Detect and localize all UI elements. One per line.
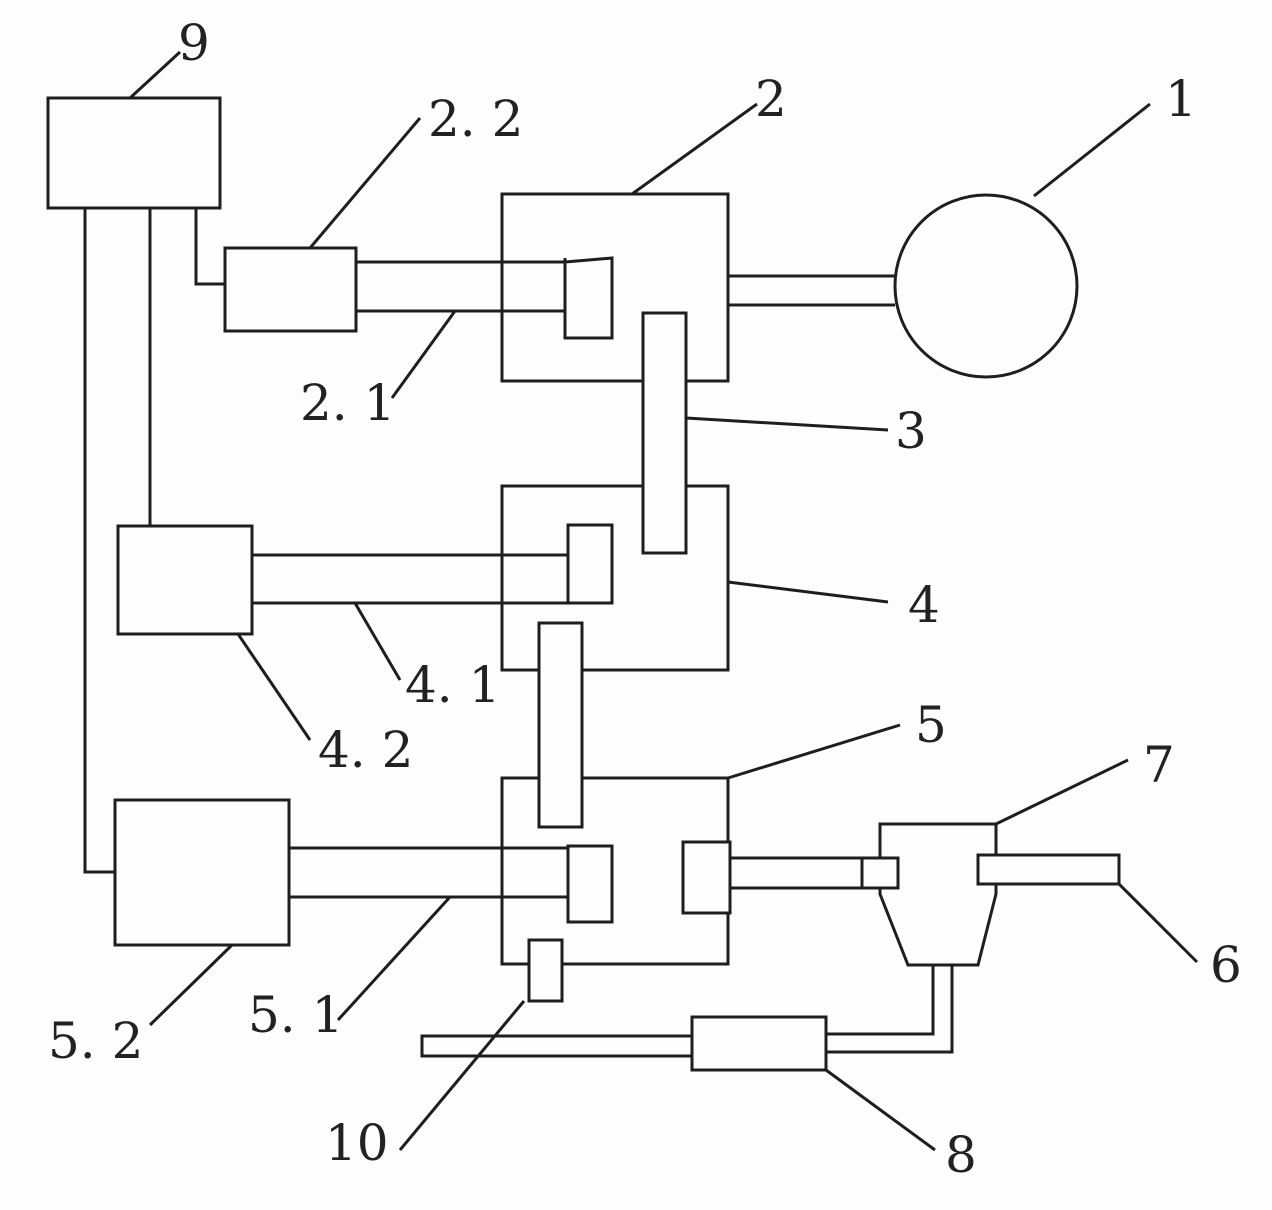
leader-5-1 (336, 895, 452, 1022)
component-9-box (46, 96, 222, 210)
label-2-1: 2. 1 (300, 374, 395, 432)
component-2-housing (500, 192, 730, 383)
component-6-bar (976, 853, 1121, 886)
rod-5-1-end (566, 844, 614, 924)
wire-9-to-5-2 (83, 208, 115, 874)
label-4-1: 4. 1 (405, 656, 500, 714)
component-10-block (527, 938, 564, 1003)
rod-2-1-end (563, 256, 614, 340)
label-3: 3 (895, 402, 927, 460)
leader-4-1 (353, 602, 402, 681)
label-5-1: 5. 1 (248, 986, 343, 1044)
leader-2-2 (308, 117, 422, 249)
component-7-hopper (878, 822, 998, 967)
leader-8 (825, 1068, 936, 1152)
leader-4-2 (236, 633, 312, 741)
rod-4-1-end (566, 523, 614, 605)
component-4-housing (500, 484, 730, 672)
component-8-box (690, 1015, 828, 1072)
leader-7 (995, 758, 1129, 826)
leader-10 (398, 1000, 526, 1151)
component-5-2-box (113, 798, 291, 947)
label-4: 4 (908, 576, 940, 634)
component-5-output-block (681, 840, 732, 915)
label-9: 9 (178, 14, 210, 72)
pipe-8-outlet (420, 1034, 694, 1058)
pipe-7-to-8-inner (826, 965, 935, 1036)
label-4-2: 4. 2 (318, 721, 413, 779)
leader-9 (128, 50, 182, 100)
component-1-circle (893, 193, 1079, 379)
leader-3 (685, 416, 889, 432)
component-3-bar (641, 311, 688, 555)
shaft-5-to-7-end (860, 856, 900, 890)
label-5-2: 5. 2 (48, 1012, 143, 1070)
label-10: 10 (325, 1114, 389, 1172)
label-2: 2 (755, 70, 787, 128)
leader-2 (631, 102, 758, 196)
label-7: 7 (1143, 736, 1175, 794)
leader-5-2 (148, 943, 234, 1027)
wire-9-to-2-2 (194, 208, 225, 286)
label-5: 5 (915, 696, 947, 754)
leader-1 (1033, 102, 1151, 198)
label-8: 8 (945, 1126, 977, 1184)
pipe-7-to-8-outer (826, 965, 954, 1054)
leader-6 (1117, 882, 1199, 964)
label-6: 6 (1210, 936, 1242, 994)
component-4-2-box (116, 524, 254, 636)
component-2-2-box (223, 246, 358, 333)
label-1: 1 (1165, 70, 1197, 128)
leader-5 (727, 723, 901, 780)
leader-4 (727, 580, 889, 604)
leader-2-1 (390, 310, 457, 399)
label-2-2: 2. 2 (428, 90, 523, 148)
link-4-to-5-bar (537, 621, 584, 829)
